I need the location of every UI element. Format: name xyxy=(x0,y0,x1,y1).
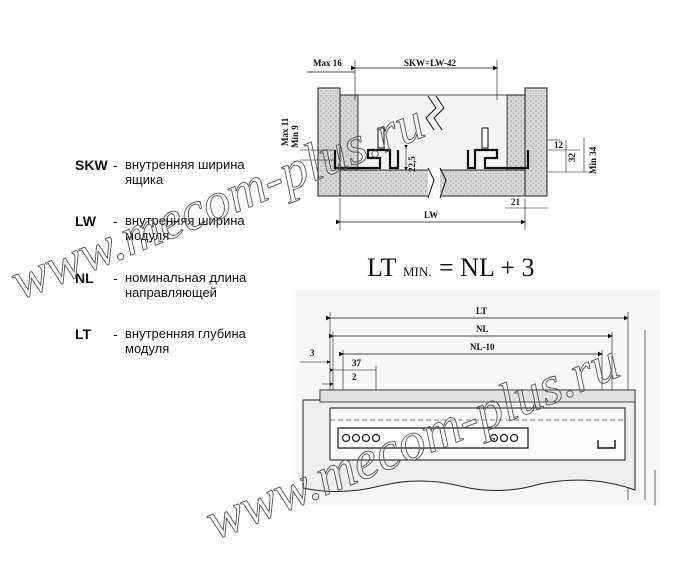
side-view: LT NL NL-10 3 37 2 xyxy=(295,290,660,505)
dim-min9: Min 9 xyxy=(290,125,300,148)
legend-lt: LT - внутренняя глубина модуля xyxy=(75,326,285,356)
legend-dash: - xyxy=(113,157,118,173)
dim-max11: Max 11 xyxy=(280,117,290,146)
left-runner-profile xyxy=(333,148,400,170)
legend-abbr: LT xyxy=(75,326,92,342)
dim-32: 32 xyxy=(567,153,577,163)
dim-min34: Min 34 xyxy=(588,146,598,174)
legend-desc: номинальная длина направляющей xyxy=(125,270,247,300)
formula-rhs: = NL + 3 xyxy=(439,253,535,282)
formula-sub: MIN. xyxy=(403,264,432,279)
cross-section-view: Max 16 SKW=LW-42 Max 11 Min 9 22,5 12 32… xyxy=(280,58,598,230)
dim-37: 37 xyxy=(352,358,362,368)
dim-skw: SKW=LW-42 xyxy=(404,58,456,68)
legend-dash: - xyxy=(113,326,118,342)
dim-nl: NL xyxy=(476,324,489,334)
dim-max16: Max 16 xyxy=(313,58,342,68)
legend-skw: SKW - внутренняя ширина ящика xyxy=(75,157,285,187)
legend-dash: - xyxy=(113,270,118,286)
legend-nl: NL - номинальная длина направляющей xyxy=(75,270,285,300)
dim-22-5: 22,5 xyxy=(407,156,417,172)
right-runner-profile xyxy=(466,148,530,170)
legend-desc: внутренняя ширина модуля xyxy=(125,213,245,243)
legend-lw: LW - внутренняя ширина модуля xyxy=(75,213,285,243)
drawer-right-wall xyxy=(506,94,526,171)
legend-abbr: SKW xyxy=(75,157,108,173)
dim-lw: LW xyxy=(424,210,438,220)
dim-12: 12 xyxy=(554,140,564,150)
formula-lhs: LT xyxy=(367,253,396,282)
formula: LT MIN. = NL + 3 xyxy=(367,253,535,282)
legend-abbr: NL xyxy=(75,270,94,286)
roller-bearings xyxy=(341,433,519,443)
legend-dash: - xyxy=(113,213,118,229)
dim-3: 3 xyxy=(310,348,315,358)
dim-2: 2 xyxy=(352,372,357,382)
right-side-panel xyxy=(524,87,548,197)
right-screw xyxy=(481,127,489,149)
legend-desc: внутренняя ширина ящика xyxy=(125,157,245,187)
legend-abbr: LW xyxy=(75,213,96,229)
legend-desc: внутренняя глубина модуля xyxy=(125,326,246,356)
dim-nl10: NL-10 xyxy=(470,342,495,352)
left-screw xyxy=(377,127,385,149)
dim-21: 21 xyxy=(511,197,521,207)
dim-lt: LT xyxy=(476,306,487,316)
